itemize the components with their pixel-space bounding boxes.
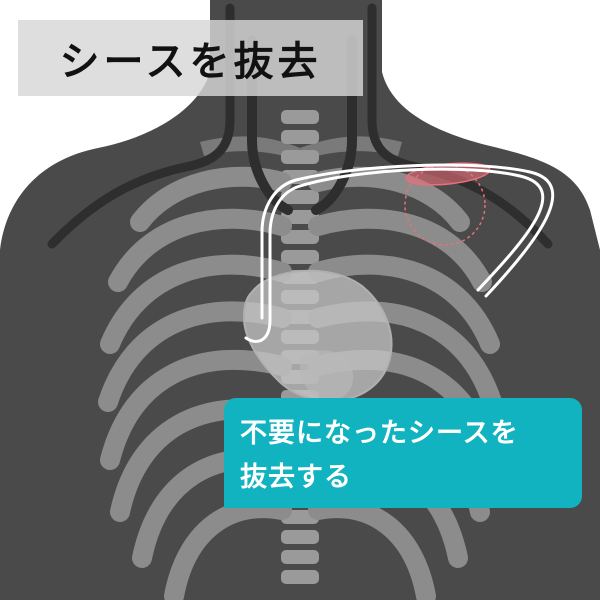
title-banner: シースを抜去 <box>18 20 363 96</box>
catheter <box>244 163 555 343</box>
heart-chamber <box>299 350 354 401</box>
callout-box: 不要になったシースを 抜去する <box>224 398 582 508</box>
callout-line-1: 不要になったシースを <box>240 418 519 449</box>
heart <box>242 269 393 402</box>
callout-line-2: 抜去する <box>240 462 352 493</box>
page-title: シースを抜去 <box>59 39 322 85</box>
callout-text: 不要になったシースを 抜去する <box>240 412 566 500</box>
vessels <box>47 3 553 249</box>
